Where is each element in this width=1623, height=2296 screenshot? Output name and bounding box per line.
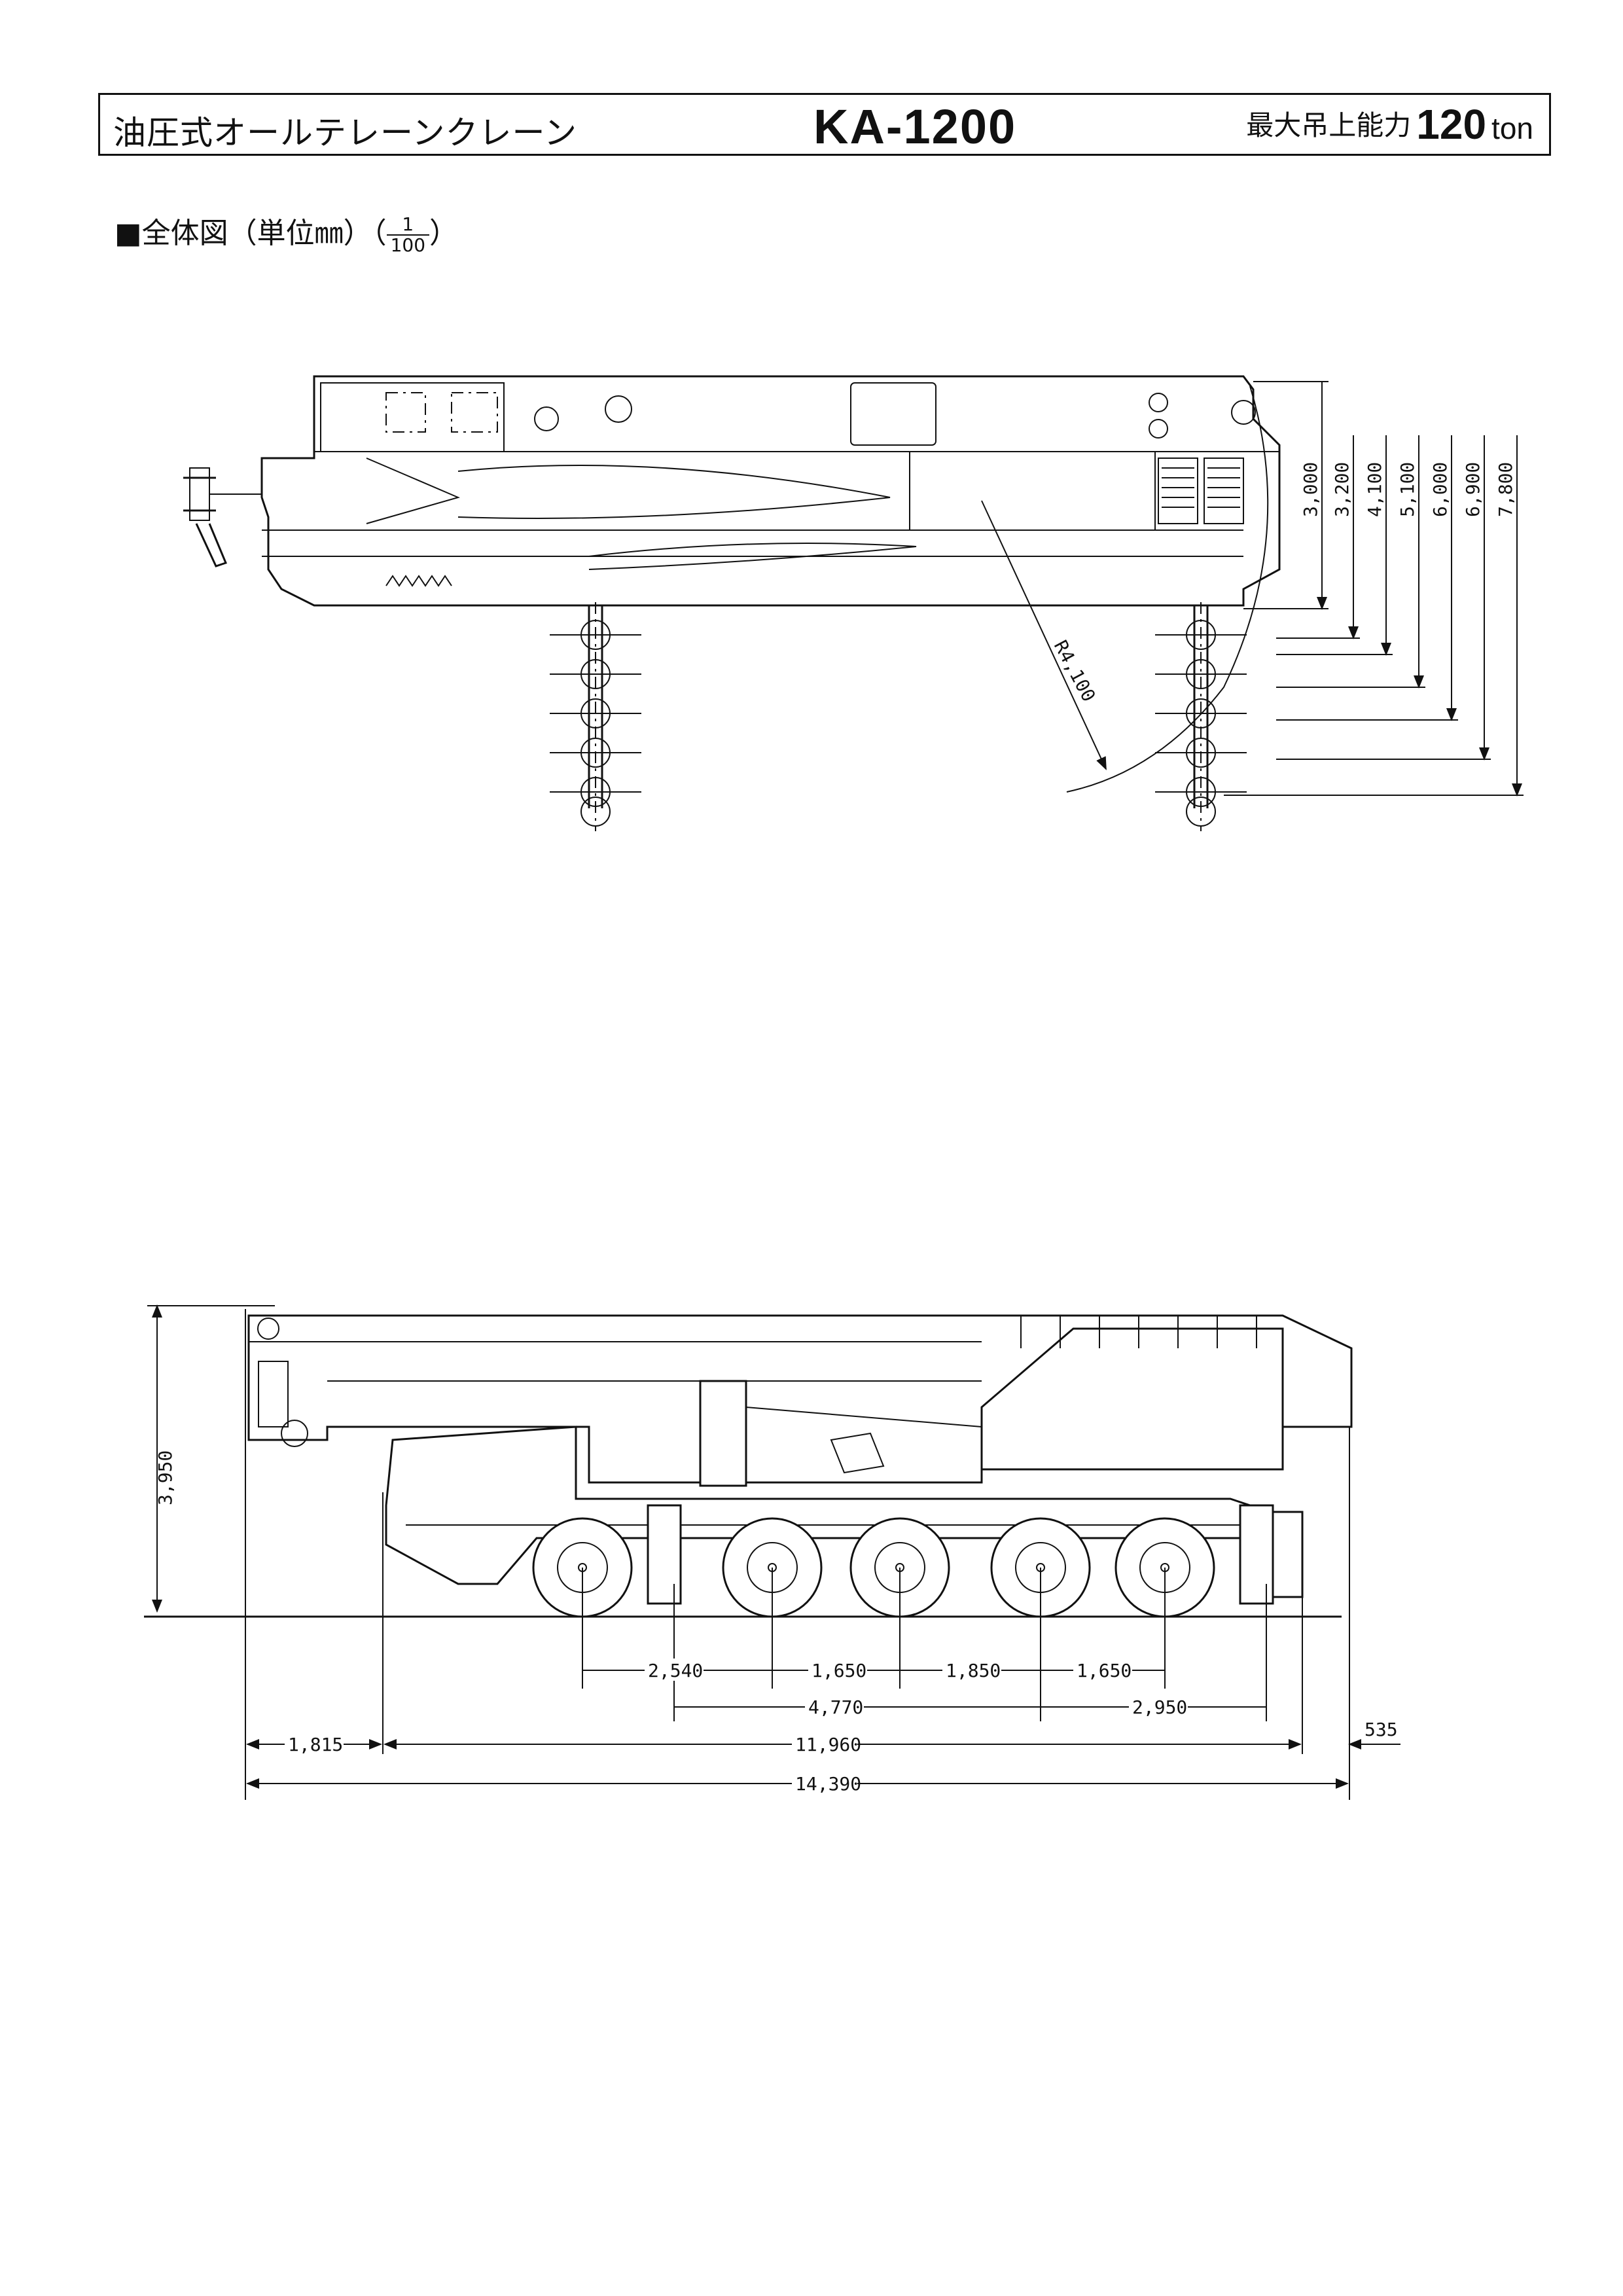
capacity-unit: ton	[1491, 111, 1533, 145]
axle-spacing-4: 1,650	[1077, 1660, 1132, 1681]
outrigger-dimensions	[1224, 381, 1524, 797]
group-spacing-2: 2,950	[1132, 1696, 1187, 1718]
swing-radius-arc	[1066, 386, 1269, 793]
side-boom	[247, 1314, 1353, 1484]
section-prefix: ■全体図（単位㎜）（	[115, 217, 387, 250]
overall-length: 14,390	[795, 1773, 861, 1795]
top-pulley	[1149, 393, 1168, 412]
side-rails	[1020, 1316, 1257, 1348]
top-spring	[385, 575, 452, 587]
outrigger-dim-4: 5,100	[1397, 462, 1418, 517]
side-luffing-cylinder	[699, 1380, 747, 1487]
axle-dim-bg-2	[808, 1659, 867, 1681]
crane-type: 油圧式オールテレーンクレーン	[113, 114, 577, 152]
top-cab-seat-2	[451, 392, 498, 433]
scale-denominator: 100	[390, 234, 426, 256]
top-turntable	[909, 451, 1156, 531]
capacity-label: 最大吊上能力	[1246, 109, 1412, 141]
axle-dim-bg-3	[942, 1659, 1001, 1681]
rear-overhang: 535	[1364, 1719, 1398, 1740]
outrigger-right	[1155, 602, 1247, 831]
height-dim: 3,950	[154, 1450, 176, 1505]
top-pulley-4	[605, 395, 632, 423]
top-cab-seat	[385, 392, 426, 433]
top-boom-taper-2	[588, 543, 917, 570]
side-outrigger-rear	[1239, 1504, 1274, 1605]
outrigger-dim-1: 3,000	[1300, 462, 1321, 517]
axle-dim-bg-4	[1073, 1659, 1132, 1681]
axle-spacing-3: 1,850	[946, 1660, 1001, 1681]
side-view: 3,950 2,540 1,650 1,850 1,650	[144, 1304, 1400, 1800]
top-winch	[1158, 457, 1244, 524]
outrigger-dim-3: 4,100	[1364, 462, 1385, 517]
capacity-value: 120	[1416, 101, 1487, 148]
axle-spacing-2: 1,650	[812, 1660, 866, 1681]
side-turret	[980, 1327, 1284, 1471]
swing-radius-line	[981, 500, 1107, 770]
front-overhang-bg	[285, 1732, 344, 1755]
radius-label: R4,100	[1050, 637, 1100, 706]
side-cylinder-rod	[745, 1407, 982, 1427]
axle-spacing-1: 2,540	[648, 1660, 703, 1681]
top-pulley-3	[1231, 400, 1256, 425]
top-view: R4,100 3,000 3,200 4,100 5,100 6,000 6,9…	[183, 375, 1524, 831]
model-name: KA-1200	[813, 99, 1017, 154]
outrigger-dim-6: 6,900	[1462, 462, 1484, 517]
top-boom-tip	[366, 457, 460, 524]
section-suffix: ）	[429, 217, 459, 250]
top-pulley-5	[534, 406, 559, 431]
wheelbase-bg	[792, 1732, 857, 1755]
axle-dim-bg-1	[645, 1659, 704, 1681]
top-hatch	[850, 382, 936, 446]
axle-ticks	[582, 1664, 1166, 1677]
outrigger-dim-7: 7,800	[1495, 462, 1516, 517]
group-spacing-1: 4,770	[808, 1696, 863, 1718]
group-dim-bg-1	[805, 1695, 864, 1717]
top-cab	[320, 382, 505, 452]
wheelbase-overall: 11,960	[795, 1734, 861, 1755]
group-dim-bg-2	[1129, 1695, 1188, 1717]
side-outrigger-front	[647, 1504, 682, 1605]
top-boom-taper	[457, 465, 891, 519]
top-pulley-2	[1149, 419, 1168, 439]
overall-length-bg	[792, 1772, 857, 1794]
front-overhang: 1,815	[288, 1734, 343, 1755]
outrigger-left	[550, 602, 641, 831]
top-hook-block	[183, 467, 262, 567]
top-view-body	[260, 375, 1281, 607]
side-hook-block	[257, 1318, 308, 1447]
side-hook	[830, 1432, 885, 1474]
group-ticks	[673, 1700, 1267, 1713]
scale-numerator: 1	[386, 215, 430, 236]
outrigger-dim-2: 3,200	[1331, 462, 1353, 517]
outrigger-dim-5: 6,000	[1429, 462, 1451, 517]
